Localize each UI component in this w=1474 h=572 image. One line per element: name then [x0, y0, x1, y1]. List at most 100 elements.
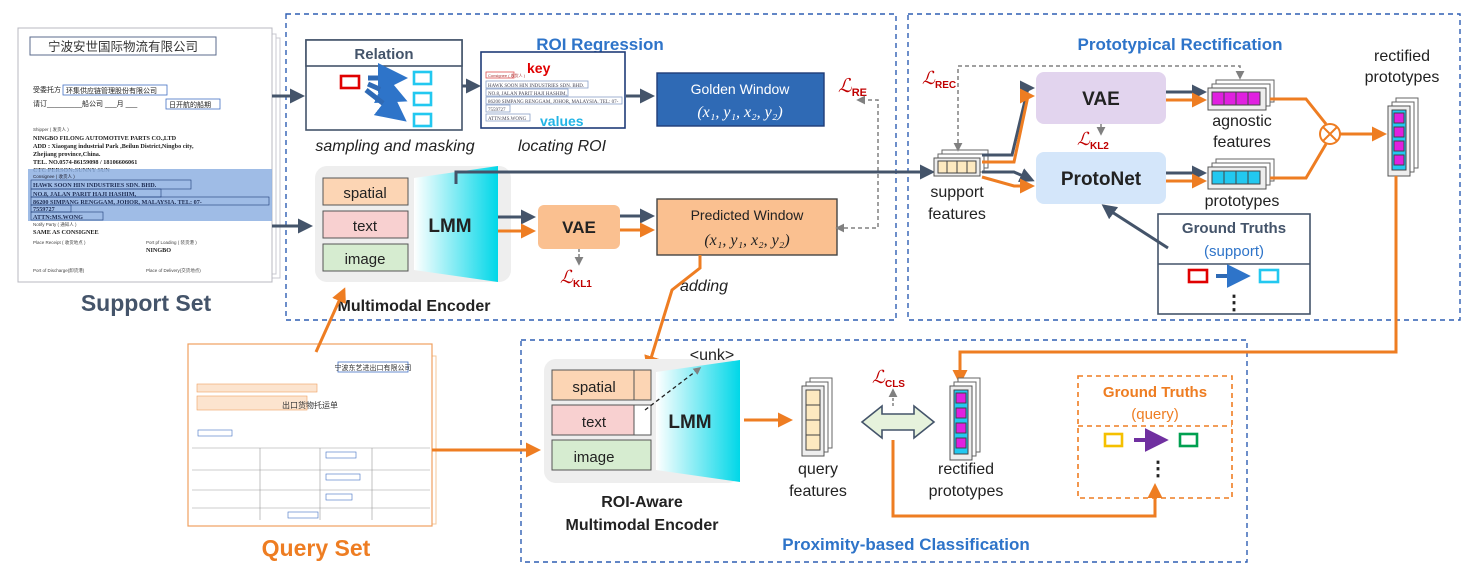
query-features-stack [801, 377, 833, 457]
roi-line: 86200 SIMPANG RENGGAM, JOHOR, MALAYSIA. … [488, 100, 619, 105]
support-doc-line: NINGBO FILONG AUTOMOTIVE PARTS CO.,LTD [33, 135, 177, 142]
roi-key-small: Consignee ( 收货人 ) [488, 72, 526, 78]
relation-arrow-icon [364, 88, 407, 122]
loss-symbol: ℒ [1077, 129, 1091, 149]
rectified-prototypes-bottom-label: prototypes [929, 483, 1004, 500]
classification-to-gt-arrow [891, 440, 1163, 518]
support-doc-line: ATTN:MS.WONG [33, 214, 83, 221]
gt-support-box: Ground Truths (support) ⋮ [1157, 213, 1311, 315]
unk-token-label: <unk> [690, 347, 734, 364]
query-set-label: Query Set [262, 535, 371, 561]
support-doc-line: Consignee ( 收货人 ) [33, 173, 75, 180]
loss-subscript: KL2 [1090, 141, 1109, 152]
prototypical-rectification-title: Prototypical Rectification [1078, 35, 1283, 54]
protonet-box: ProtoNet [1036, 152, 1166, 204]
agnostic-features-label: features [1213, 134, 1271, 151]
support-doc-line: 请订_________船公司 ___月 ___ [33, 99, 137, 108]
multimodal-encoder: spatial text image LMM [315, 166, 511, 282]
roi-image-token: image [574, 449, 615, 466]
roi-aware-encoder: spatial text image LMM [544, 359, 740, 483]
image-token: image [345, 251, 386, 268]
support-doc-line: SAME AS CONSIGNEE [33, 229, 99, 236]
roi-text-token: text [582, 414, 607, 431]
prototypical-rectification-section: Prototypical Rectification [907, 13, 1461, 321]
loss-symbol: ℒ [560, 267, 574, 287]
loss-subscript: CLS [885, 379, 905, 390]
text-token: text [353, 218, 378, 235]
query-set-document: 宁波东艺进出口有限公司 出口货物托运单 [187, 343, 437, 527]
proximity-double-arrow-icon [860, 404, 936, 440]
value-box-icon [1178, 432, 1199, 448]
vae-rect-label: VAE [1082, 89, 1120, 110]
loss-kl2: ℒKL2 [1077, 129, 1109, 152]
support-features-label: features [928, 206, 986, 223]
roi-aware-label: ROI-Aware [601, 494, 683, 511]
multimodal-encoder-label: Multimodal Encoder [338, 298, 491, 315]
proximity-classification-title: Proximity-based Classification [782, 535, 1030, 554]
roi-lmm-label: LMM [668, 412, 711, 433]
roi-line: 7559727 [488, 108, 506, 113]
support-doc-line: 受委托方 [33, 85, 61, 94]
support-doc-line: 环集供应链管理股份有限公司 [66, 86, 157, 95]
roi-line: NO.8, JALAN PARIT HAJI HASHIM, [488, 92, 567, 97]
gt-support-sub: (support) [1204, 243, 1264, 260]
gt-support-ellipsis: ⋮ [1224, 292, 1244, 314]
query-arrows [314, 287, 541, 458]
support-doc-roi-highlight [28, 169, 272, 221]
roi-line: ATTN:MS.WONG [488, 117, 527, 122]
loss-subscript: RE [852, 87, 867, 99]
support-doc-line: Port pf Loading ( 装货港 ) [146, 239, 197, 246]
support-features-label: support [930, 184, 984, 201]
gt-support-title: Ground Truths [1182, 220, 1286, 237]
support-doc-line: Zhejiang province,China. [33, 151, 101, 158]
multiply-operator-icon [1319, 123, 1341, 145]
support-doc-company: 宁波安世国际物流有限公司 [48, 39, 198, 54]
vae-mid-label: VAE [562, 218, 596, 237]
value-box-icon [412, 70, 433, 86]
rectified-prototypes-bottom-stack [949, 377, 981, 461]
support-doc-line: TEL. NO.0574-86159098 / 18106606061 [33, 159, 137, 166]
support-set-document: 宁波安世国际物流有限公司 受委托方 环集供应链管理股份有限公司 请订______… [17, 27, 281, 283]
gt-query-ellipsis: ⋮ [1148, 458, 1168, 480]
predicted-window-box: Predicted Window (x₁, y₁, x₂, y₂) [656, 198, 838, 256]
roi-snippet: Consignee ( 收货人 ) key HAWK SOON HIN INDU… [480, 51, 626, 129]
vae-mid-box: VAE [538, 205, 620, 249]
key-box-icon [1103, 432, 1124, 448]
golden-window-coords: (x₁, y₁, x₂, y₂) [697, 104, 782, 121]
support-doc-line: 7559727 [33, 206, 55, 213]
golden-window-box: Golden Window (x₁, y₁, x₂, y₂) [656, 72, 825, 127]
sampling-masking-caption: sampling and masking [315, 138, 474, 155]
loss-symbol: ℒ [872, 367, 886, 387]
lmm-label: LMM [428, 216, 471, 237]
support-doc-line: NINGBO [146, 247, 171, 254]
value-box-icon [412, 112, 433, 128]
support-doc-line: NO.8, JALAN PARIT HAJI HASHIM, [33, 191, 137, 198]
rectified-prototypes-bottom-label: rectified [938, 461, 994, 478]
rectified-prototypes-stack [1387, 97, 1419, 177]
support-doc-line: ADD : Xiaogang industrial Park ,Beilun D… [33, 143, 194, 150]
adding-caption: adding [680, 278, 728, 295]
loss-cls: ℒCLS [872, 367, 905, 390]
support-doc-line: Shipper ( 发货人 ) [33, 126, 69, 133]
support-doc-line: Place of Delivery(交货地点) [146, 267, 201, 274]
loss-subscript: KL1 [573, 279, 592, 290]
relation-box: Relation [305, 39, 463, 131]
support-doc-line: Port of Discharge(卸货港) [33, 267, 85, 274]
gt-query-title: Ground Truths [1103, 384, 1207, 401]
predicted-window-title: Predicted Window [691, 207, 805, 223]
gt-query-box: Ground Truths (query) ⋮ [1077, 375, 1233, 499]
roi-regression-section: ROI Regression [285, 13, 897, 321]
roi-spatial-token: spatial [572, 379, 615, 396]
loss-symbol: ℒ [838, 76, 853, 97]
key-box-icon [339, 74, 361, 90]
loss-kl1: ℒKL1 [560, 267, 592, 290]
loss-symbol: ℒ [922, 68, 936, 88]
rectified-prototypes-label: prototypes [1365, 69, 1440, 86]
loss-subscript: REC [935, 80, 956, 91]
gt-query-sub: (query) [1131, 406, 1179, 423]
roi-line: HAWK SOON HIN INDUSTRIES SDN. BHD. [488, 84, 584, 89]
support-doc-line: HAWK SOON HIN INDUSTRIES SDN. BHD. [33, 182, 157, 189]
key-box-icon [1187, 268, 1209, 284]
rectified-prototypes-label: rectified [1374, 48, 1430, 65]
rectification-arrows [952, 65, 1398, 385]
